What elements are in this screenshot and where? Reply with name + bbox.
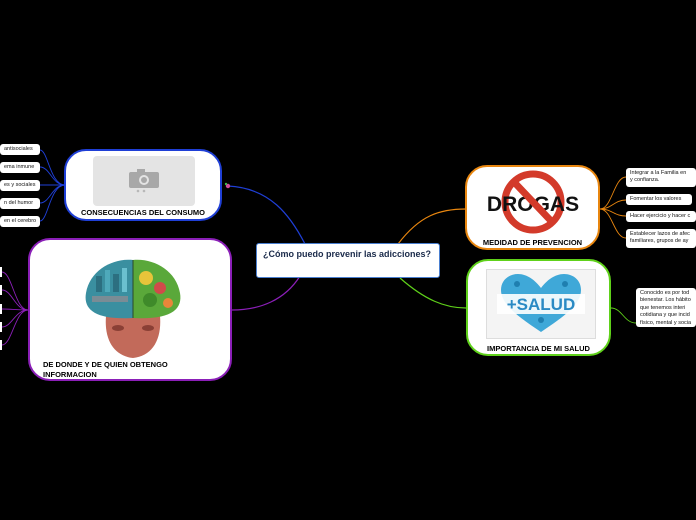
leaf-consecuencias-2[interactable]: ema inmune (0, 162, 40, 173)
leaf-prevencion-3[interactable]: Hacer ejercicio y hacer c (626, 211, 696, 222)
central-topic[interactable]: ¿Cómo puedo prevenir las adicciones? (256, 243, 440, 278)
leaf-consecuencias-4[interactable]: n del humor (0, 198, 40, 209)
link-salud (399, 277, 467, 309)
camera-placeholder-icon (93, 156, 195, 206)
leaf-consecuencias-5[interactable]: en el cerebro (0, 216, 40, 227)
brain-illustration (78, 248, 188, 360)
topic-consecuencias-title: CONSECUENCIAS DEL CONSUMO (80, 208, 206, 217)
link-donde (231, 275, 301, 311)
salud-heart-image: +SALUD (486, 269, 596, 339)
leaf-prevencion-4[interactable]: Establecer lazos de afec familiares, gru… (626, 229, 696, 248)
leaf-consecuencias-3[interactable]: es y sociales (0, 180, 40, 191)
topic-salud[interactable]: +SALUD IMPORTANCIA DE MI SALUD (466, 259, 611, 356)
link-salud-leaf (610, 307, 637, 324)
links-consecuencias-leaves (39, 149, 66, 222)
topic-consecuencias[interactable]: CONSECUENCIAS DEL CONSUMO (64, 149, 222, 221)
no-drugs-sign-icon: DROGAS (483, 170, 583, 234)
links-donde-leaves (1, 271, 29, 346)
links-prevencion-leaves (599, 176, 627, 239)
topic-salud-title: IMPORTANCIA DE MI SALUD (487, 344, 590, 353)
topic-donde[interactable]: DE DONDE Y DE QUIEN OBTENGO INFORMACION (28, 238, 232, 381)
link-prevencion (397, 208, 467, 245)
link-consecuencias (227, 185, 306, 245)
topic-donde-title: DE DONDE Y DE QUIEN OBTENGO INFORMACION (43, 360, 168, 379)
leaf-prevencion-2[interactable]: Fomentar los valores (626, 194, 692, 205)
leaf-prevencion-1[interactable]: Integrar a la Familia en y confianza. (626, 168, 696, 187)
salud-image-text: +SALUD (507, 295, 575, 314)
leaf-consecuencias-1[interactable]: antisociales (0, 144, 40, 155)
topic-prevencion-title: MEDIDAD DE PREVENCION (482, 238, 583, 247)
topic-prevencion[interactable]: DROGAS MEDIDAD DE PREVENCION (465, 165, 600, 250)
flower-marker-icon (224, 182, 231, 189)
leaf-salud-1[interactable]: Conocido es por tod bienestar. Los hábit… (636, 288, 696, 327)
central-topic-title: ¿Cómo puedo prevenir las adicciones? (263, 249, 432, 259)
donde-leaf-stubs (0, 267, 2, 350)
